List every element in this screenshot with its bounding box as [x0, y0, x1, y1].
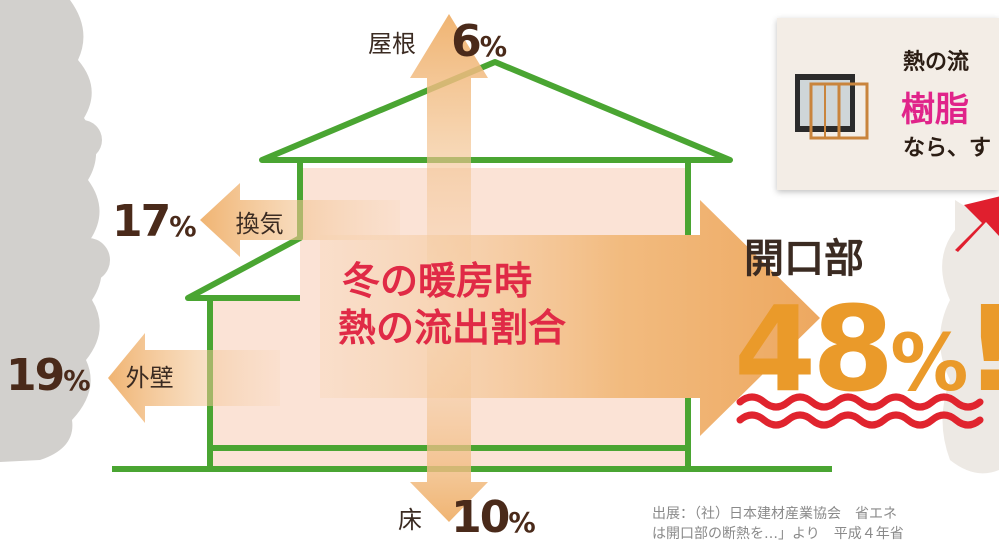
red-wave-underline: [736, 393, 984, 429]
promo-line1: 熱の流: [903, 50, 970, 75]
roof-arrow: [410, 14, 488, 300]
roof-label: 屋根: [368, 30, 416, 58]
promo-line2: 樹脂: [901, 90, 969, 130]
promo-box: 熱の流 樹脂 なら、す: [777, 18, 999, 190]
floor-label: 床: [398, 506, 422, 534]
ground-line: [112, 466, 832, 472]
wall-label: 外壁: [125, 364, 174, 392]
roof-percent: 6%: [451, 16, 508, 67]
heat-arrows: [108, 14, 820, 522]
floor-percent: 10%: [451, 492, 536, 543]
opening-percent: 48%!: [734, 280, 999, 418]
wall-arrow: [108, 333, 280, 423]
source-note: 出展：（社）日本建材産業協会 省エネ は開口部の断熱を…」より 平成４年省: [652, 504, 999, 544]
source-note-line2: は開口部の断熱を…」より 平成４年省: [652, 526, 904, 542]
red-pointer-arrow: [955, 196, 999, 252]
title-line1: 冬の暖房時: [342, 259, 533, 303]
promo-line3: なら、す: [903, 136, 992, 161]
wall-percent: 19%: [6, 350, 91, 401]
ventilation-label-group: 17% 換気: [112, 196, 284, 247]
floor-label-group: 床 10%: [398, 492, 536, 543]
title-line2: 熱の流出割合: [338, 306, 567, 350]
wall-label-group: 19% 外壁: [6, 350, 174, 401]
opening-label: 開口部: [744, 236, 864, 282]
source-note-line1: 出展：（社）日本建材産業協会 省エネ: [652, 506, 897, 522]
ventilation-percent: 17%: [112, 196, 197, 247]
tree-silhouette-left: [0, 0, 110, 462]
opening-arrow: [320, 200, 820, 436]
window-icon: [795, 74, 869, 140]
ventilation-label: 換気: [235, 210, 284, 238]
diagram-title: 冬の暖房時 熱の流出割合: [338, 258, 658, 352]
roof-label-group: 屋根 6%: [368, 16, 507, 67]
